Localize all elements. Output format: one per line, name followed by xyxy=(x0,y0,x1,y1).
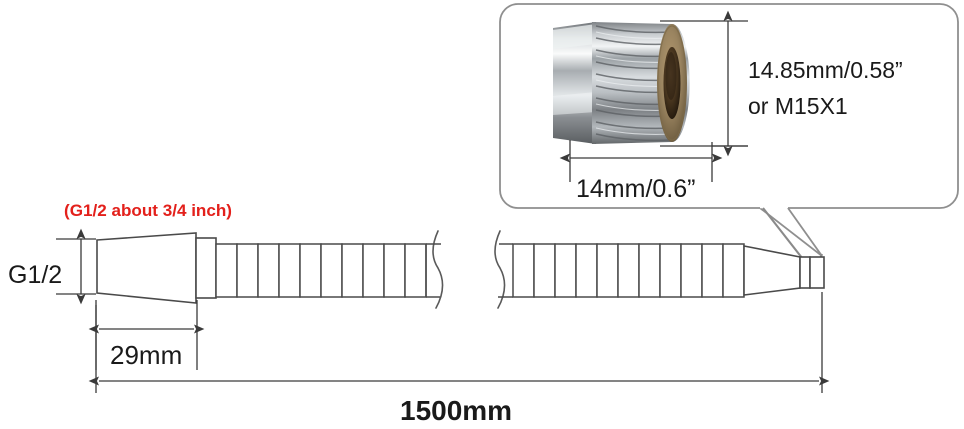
outlet-thread-alt-label: or M15X1 xyxy=(748,93,848,119)
inlet-thread-label: G1/2 xyxy=(8,261,62,289)
coil-segment xyxy=(383,243,406,298)
coil-segment xyxy=(701,243,724,298)
coil-segment xyxy=(299,243,322,298)
coil-segment xyxy=(362,243,385,298)
fitting-brass-ring-edge xyxy=(657,25,687,141)
outlet-length-label: 14mm/0.6” xyxy=(576,175,695,203)
chrome-threaded-fitting-photo xyxy=(553,22,690,144)
total-length-label: 1500mm xyxy=(400,395,512,426)
coil-segment xyxy=(278,243,301,298)
coil-segment xyxy=(638,243,661,298)
coil-segment xyxy=(680,243,703,298)
outlet-nipple-collar xyxy=(799,256,811,289)
coil-segment xyxy=(320,243,343,298)
outlet-nipple-end xyxy=(809,256,825,289)
coil-segment xyxy=(533,243,556,298)
coil-segment xyxy=(215,243,238,298)
hose-coil-left xyxy=(215,243,427,298)
coil-segment xyxy=(722,243,745,298)
coil-segment xyxy=(659,243,682,298)
total-length-dimension xyxy=(88,292,830,393)
inlet-length-label: 29mm xyxy=(110,340,182,370)
fitting-hex-highlight xyxy=(553,24,596,49)
outlet-nipple-taper xyxy=(743,245,801,296)
fitting-hex-highlight-2 xyxy=(553,92,596,115)
fitting-bore-shadow xyxy=(665,52,677,100)
coil-segment xyxy=(341,243,364,298)
coil-segment xyxy=(554,243,577,298)
coil-segment xyxy=(404,243,427,298)
coil-segment xyxy=(575,243,598,298)
inlet-fitting-taper xyxy=(96,232,197,304)
outlet-length-dimension xyxy=(559,140,748,182)
inlet-thread-note: (G1/2 about 3/4 inch) xyxy=(64,201,232,220)
inlet-fitting-collar xyxy=(195,237,217,299)
hose-break-line-right xyxy=(494,230,506,309)
outlet-diameter-label: 14.85mm/0.58” xyxy=(748,57,903,83)
coil-segment xyxy=(236,243,259,298)
inlet-thread-dimension xyxy=(56,228,96,305)
coil-segment xyxy=(257,243,280,298)
coil-segment xyxy=(596,243,619,298)
hose-break-line-left xyxy=(432,230,444,309)
hose-coil-right xyxy=(498,243,745,298)
coil-segment xyxy=(512,243,535,298)
coil-segment xyxy=(617,243,640,298)
